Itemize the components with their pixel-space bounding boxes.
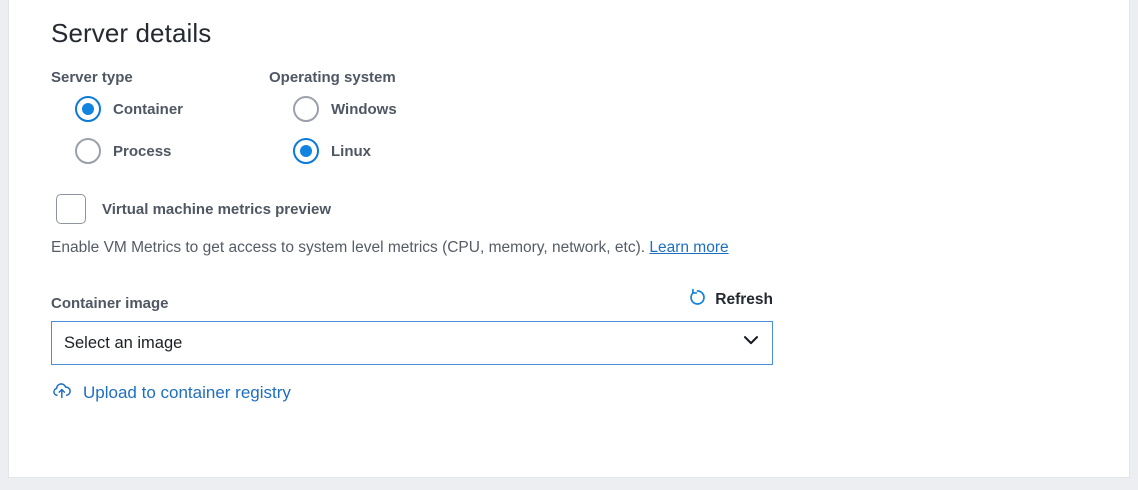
radio-process-icon[interactable] [75, 138, 101, 164]
learn-more-link[interactable]: Learn more [649, 239, 729, 256]
container-image-select-wrapper[interactable]: Select an image [51, 321, 773, 365]
vm-metrics-description-text: Enable VM Metrics to get access to syste… [51, 239, 646, 256]
radio-windows-label: Windows [331, 100, 397, 118]
vm-metrics-label: Virtual machine metrics preview [102, 200, 331, 218]
radio-windows-icon[interactable] [293, 96, 319, 122]
container-image-select[interactable]: Select an image [51, 321, 773, 365]
refresh-label: Refresh [715, 291, 773, 308]
radio-container-label: Container [113, 100, 184, 118]
radio-linux-icon[interactable] [293, 138, 319, 164]
container-image-label: Container image [51, 295, 169, 312]
operating-system-label: Operating system [269, 69, 396, 86]
upload-to-container-registry-link[interactable]: Upload to container registry [51, 381, 1129, 404]
refresh-icon [688, 288, 707, 312]
refresh-button[interactable]: Refresh [688, 288, 773, 313]
container-image-select-value: Select an image [64, 333, 183, 352]
radio-option-windows[interactable]: Windows [269, 88, 397, 130]
container-image-header: Container image Refresh [51, 288, 773, 313]
page-title: Server details [51, 18, 212, 48]
operating-system-group: Operating system Windows Linux [269, 68, 397, 172]
upload-label: Upload to container registry [83, 382, 291, 402]
vm-metrics-description: Enable VM Metrics to get access to syste… [51, 238, 1129, 258]
radio-option-container[interactable]: Container [51, 88, 269, 130]
server-type-label: Server type [51, 69, 133, 86]
radio-groups: Server type Container Process Operating … [51, 68, 1129, 172]
radio-process-label: Process [113, 142, 172, 160]
vm-metrics-checkbox[interactable] [56, 194, 86, 224]
cloud-upload-icon [51, 381, 73, 404]
radio-linux-label: Linux [331, 142, 371, 160]
vm-metrics-checkbox-row[interactable]: Virtual machine metrics preview [51, 194, 1129, 224]
radio-option-linux[interactable]: Linux [269, 130, 397, 172]
radio-option-process[interactable]: Process [51, 130, 269, 172]
server-details-panel: Server details Server type Container Pro… [8, 0, 1130, 478]
server-type-group: Server type Container Process [51, 68, 269, 172]
radio-container-icon[interactable] [75, 96, 101, 122]
